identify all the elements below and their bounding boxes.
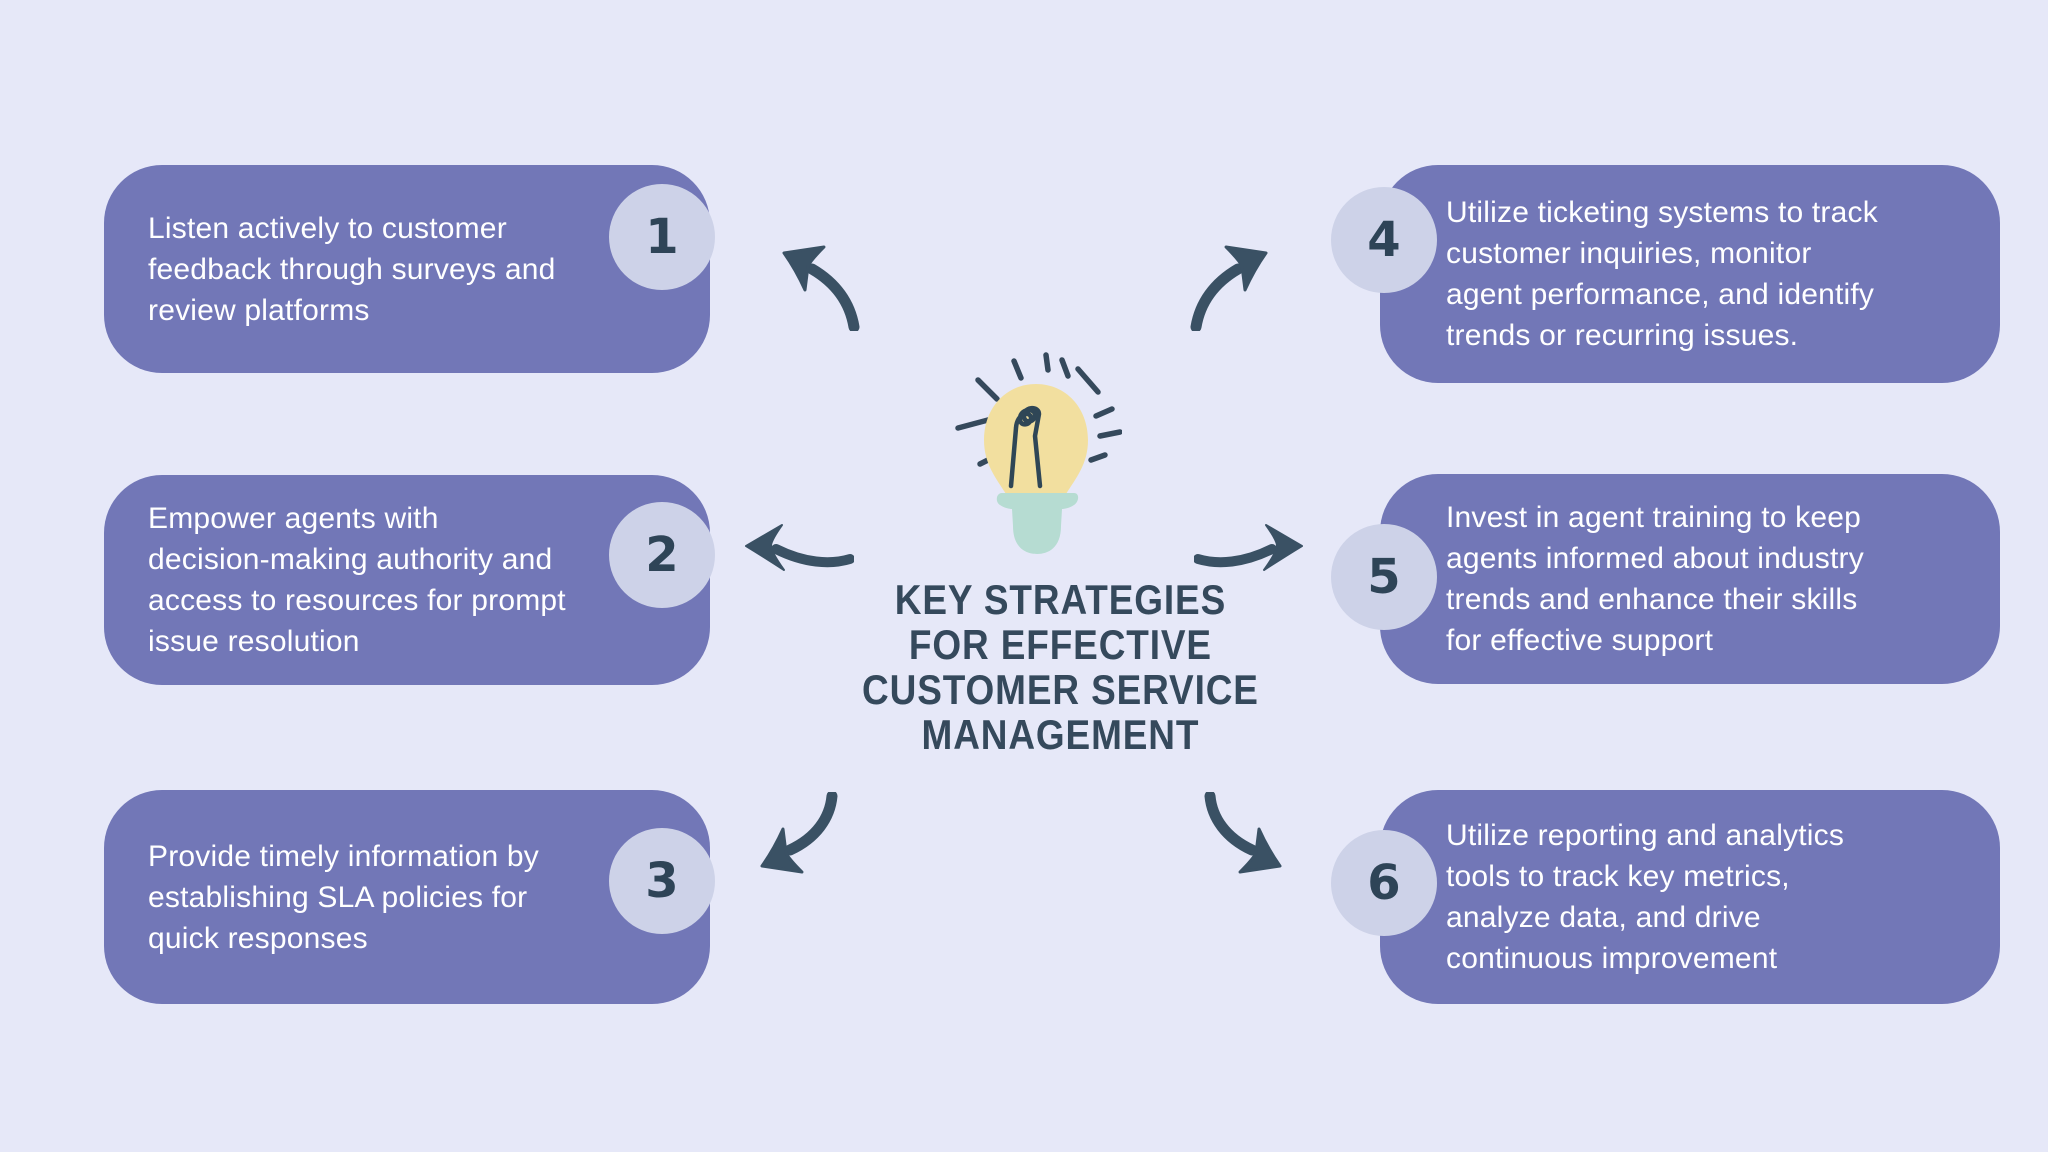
strategy-text-4: Utilize ticketing systems to track custo… — [1446, 196, 1878, 352]
lightbulb-icon — [955, 352, 1122, 554]
strategy-card-1: Listen actively to customer feedback thr… — [104, 165, 710, 373]
arrow-bottom-right-icon — [1204, 792, 1282, 874]
number-badge-5: 5 — [1331, 524, 1437, 630]
arrow-top-left-icon — [782, 245, 860, 331]
number-1: 1 — [645, 209, 679, 265]
number-badge-4: 4 — [1331, 187, 1437, 293]
number-5: 5 — [1367, 549, 1401, 605]
number-badge-3: 3 — [609, 828, 715, 934]
arrow-middle-right-icon — [1194, 524, 1303, 571]
arrow-bottom-left-icon — [760, 792, 838, 874]
number-4: 4 — [1367, 212, 1401, 268]
number-2: 2 — [645, 527, 679, 583]
strategy-card-3: Provide timely information by establishi… — [104, 790, 710, 1004]
strategy-card-4: Utilize ticketing systems to track custo… — [1380, 165, 2000, 383]
page-title: KEY STRATEGIES FOR EFFECTIVE CUSTOMER SE… — [862, 576, 1259, 758]
number-badge-1: 1 — [609, 184, 715, 290]
number-badge-6: 6 — [1331, 830, 1437, 936]
strategy-card-5: Invest in agent training to keep agents … — [1380, 474, 2000, 684]
number-6: 6 — [1367, 855, 1401, 911]
strategy-text-1: Listen actively to customer feedback thr… — [148, 211, 556, 327]
strategy-card-6: Utilize reporting and analytics tools to… — [1380, 790, 2000, 1004]
arrow-top-right-icon — [1190, 245, 1268, 331]
number-badge-2: 2 — [609, 502, 715, 608]
strategy-text-6: Utilize reporting and analytics tools to… — [1446, 819, 1845, 975]
strategy-text-5: Invest in agent training to keep agents … — [1446, 501, 1864, 657]
strategy-card-2: Empower agents with decision-making auth… — [104, 475, 710, 685]
strategy-text-3: Provide timely information by establishi… — [148, 839, 539, 955]
number-3: 3 — [645, 853, 679, 909]
arrow-middle-left-icon — [745, 524, 854, 571]
strategy-text-2: Empower agents with decision-making auth… — [148, 502, 566, 658]
